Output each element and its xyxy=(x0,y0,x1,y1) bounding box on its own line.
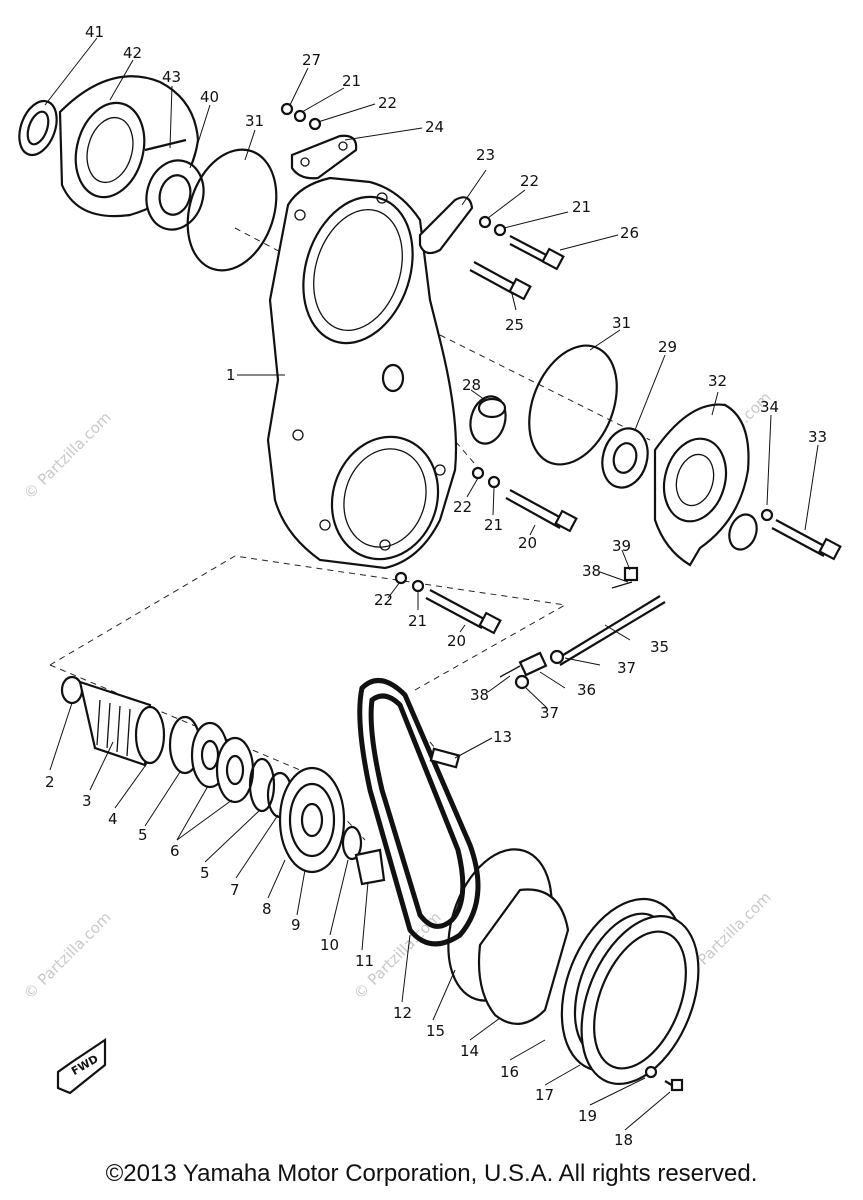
callout-label: 21 xyxy=(484,516,503,534)
callout-label: 7 xyxy=(230,881,240,899)
callout-label: 22 xyxy=(453,498,472,516)
callout-label: 17 xyxy=(535,1086,554,1104)
callout-label: 5 xyxy=(200,864,210,882)
callout-label: 22 xyxy=(374,591,393,609)
callout-label: 1 xyxy=(226,366,236,384)
callout-label: 5 xyxy=(138,826,148,844)
callout-label: 8 xyxy=(262,900,272,918)
callout-label: 22 xyxy=(520,172,539,190)
callout-label: 10 xyxy=(320,936,339,954)
cover-assembly-upper xyxy=(18,75,278,272)
callout-label: 25 xyxy=(505,316,524,334)
callout-label: 38 xyxy=(470,686,489,704)
callout-label: 2 xyxy=(45,773,55,791)
callout-label: 13 xyxy=(493,728,512,746)
callout-label: 29 xyxy=(658,338,677,356)
callout-label: 22 xyxy=(378,94,397,112)
callout-label: 6 xyxy=(170,842,180,860)
callout-label: 21 xyxy=(408,612,427,630)
callout-label: 36 xyxy=(577,681,596,699)
callout-label: 9 xyxy=(291,916,301,934)
callout-label: 12 xyxy=(393,1004,412,1022)
callout-label: 40 xyxy=(200,88,219,106)
callout-label: 21 xyxy=(342,72,361,90)
callout-label: 11 xyxy=(355,952,374,970)
upper-fasteners xyxy=(280,102,358,180)
callout-label: 37 xyxy=(540,704,559,722)
callout-label: 18 xyxy=(614,1131,633,1149)
callout-labels: 41 42 43 40 31 27 21 22 24 23 22 21 26 2… xyxy=(45,23,827,1149)
leader-lines xyxy=(44,37,819,1131)
callout-label: 3 xyxy=(82,792,92,810)
callout-label: 28 xyxy=(462,376,481,394)
plate-and-bolts xyxy=(418,196,565,301)
callout-label: 27 xyxy=(302,51,321,69)
callout-label: 19 xyxy=(578,1107,597,1125)
callout-label: 14 xyxy=(460,1042,479,1060)
watermark: © Partzilla.com xyxy=(20,408,115,503)
callout-label: 26 xyxy=(620,224,639,242)
drive-shaft-assembly xyxy=(60,675,386,886)
callout-label: 23 xyxy=(476,146,495,164)
plug xyxy=(469,395,507,445)
callout-label: 37 xyxy=(617,659,636,677)
callout-label: 20 xyxy=(518,534,537,552)
callout-label: 15 xyxy=(426,1022,445,1040)
copyright-notice: ©2013 Yamaha Motor Corporation, U.S.A. A… xyxy=(105,1160,758,1187)
chain-case-cover xyxy=(447,848,700,1092)
callout-label: 42 xyxy=(123,44,142,62)
callout-label: 16 xyxy=(500,1063,519,1081)
housing-bolts xyxy=(394,466,578,635)
callout-label: 38 xyxy=(582,562,601,580)
callout-label: 39 xyxy=(612,537,631,555)
callout-label: 31 xyxy=(245,112,264,130)
callout-label: 24 xyxy=(425,118,444,136)
chain-adjuster xyxy=(499,566,666,690)
callout-label: 33 xyxy=(808,428,827,446)
callout-label: 31 xyxy=(612,314,631,332)
callout-label: 20 xyxy=(447,632,466,650)
watermark: © Partzilla.com xyxy=(20,908,115,1003)
callout-label: 43 xyxy=(162,68,181,86)
drive-chain xyxy=(357,678,481,947)
main-housing xyxy=(266,176,458,570)
cover-assembly-right xyxy=(528,344,842,567)
callout-label: 34 xyxy=(760,398,779,416)
fwd-indicator: FWD xyxy=(56,1037,107,1095)
callout-label: 4 xyxy=(108,810,118,828)
callout-label: 41 xyxy=(85,23,104,41)
callout-label: 32 xyxy=(708,372,727,390)
callout-label: 35 xyxy=(650,638,669,656)
callout-label: 21 xyxy=(572,198,591,216)
